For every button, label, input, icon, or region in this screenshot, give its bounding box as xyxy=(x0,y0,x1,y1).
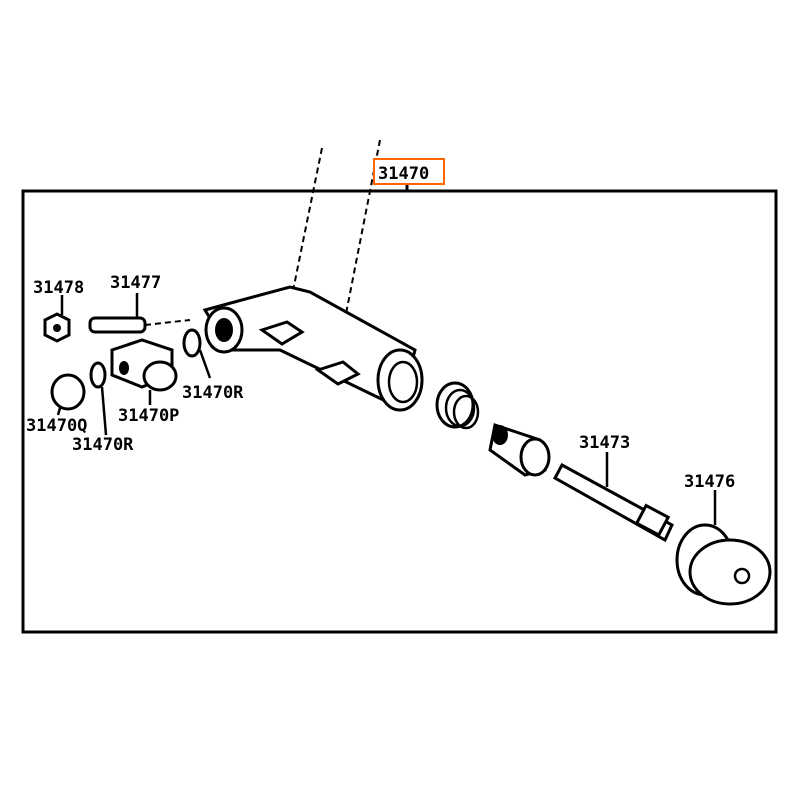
piston xyxy=(488,423,551,477)
label-31470R-lower[interactable]: 31470R xyxy=(72,435,134,455)
assembly-label-highlight[interactable] xyxy=(373,158,445,185)
union-fitting xyxy=(110,338,178,392)
assembly-frame xyxy=(21,189,778,634)
label-31470P[interactable]: 31470P xyxy=(118,406,179,426)
label-31470R-upper[interactable]: 31470R xyxy=(182,383,244,403)
leader-31470R-lower xyxy=(100,386,108,436)
push-rod xyxy=(552,462,674,543)
cylinder-body xyxy=(202,285,424,412)
gasket-upper xyxy=(182,328,202,358)
label-31478[interactable]: 31478 xyxy=(33,278,84,298)
spring xyxy=(435,381,480,430)
union-bolt xyxy=(50,373,86,411)
label-31476[interactable]: 31476 xyxy=(684,472,735,492)
label-31473[interactable]: 31473 xyxy=(579,433,630,453)
label-31470[interactable]: 31470 xyxy=(378,164,429,184)
boot xyxy=(675,523,772,606)
bleeder-plug xyxy=(88,316,191,334)
label-31477[interactable]: 31477 xyxy=(110,273,161,293)
bleeder-cap xyxy=(43,312,71,343)
gasket-lower xyxy=(89,361,107,389)
leader-31470Q xyxy=(56,407,62,416)
label-31470Q[interactable]: 31470Q xyxy=(26,416,87,436)
leader-31470R-upper xyxy=(198,349,212,379)
